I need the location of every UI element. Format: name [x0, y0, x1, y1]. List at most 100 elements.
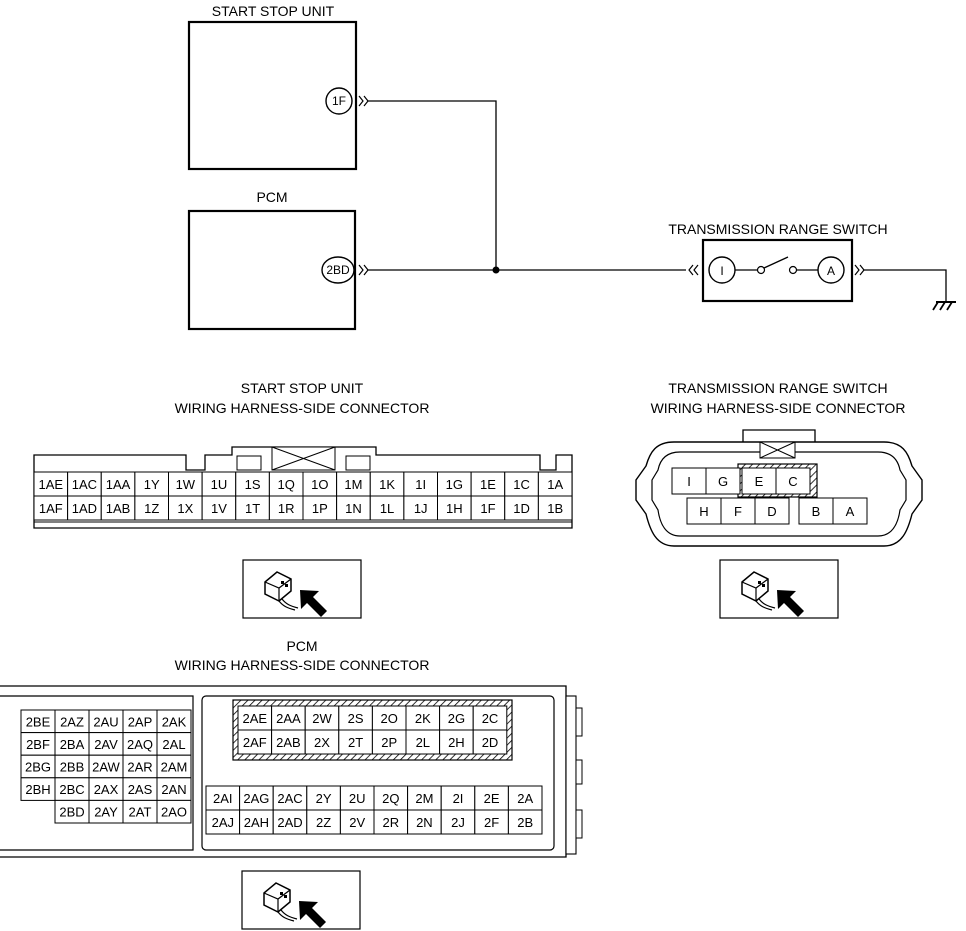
pin-label: 1V	[211, 501, 227, 516]
pin-cavity	[775, 467, 811, 495]
pin-cavity	[272, 785, 308, 811]
pin-label: 2AA	[276, 711, 301, 726]
pin-cavity	[474, 785, 509, 811]
pin-cavity	[407, 809, 442, 835]
pin-cavity	[336, 471, 371, 497]
pin-cavity	[405, 705, 441, 731]
connector-symbol	[854, 264, 865, 276]
pin-cavity	[472, 729, 508, 755]
pin-cavity	[537, 495, 573, 521]
pin-cavity	[339, 809, 375, 835]
terminal-1f-circle	[325, 87, 353, 115]
pin-label: 2AD	[277, 815, 302, 830]
pin-cavity	[168, 495, 203, 521]
pin-label: 1E	[480, 477, 496, 492]
pin-label: 2BD	[59, 805, 84, 820]
pin-cavity	[504, 495, 539, 521]
pin-label: 2F	[484, 815, 499, 830]
pin-label: 1L	[380, 501, 394, 516]
pin-label: 2BB	[60, 760, 85, 775]
pin-label: A	[846, 504, 855, 519]
pin-cavity	[239, 785, 274, 811]
pin-cavity	[205, 809, 241, 835]
pin-label: 2V	[349, 815, 365, 830]
pin-cavity	[235, 471, 270, 497]
ssu-connector: START STOP UNIT WIRING HARNESS-SIDE CONN…	[33, 380, 573, 529]
pin-label: 2AN	[161, 782, 186, 797]
pin-label: 1Y	[144, 477, 160, 492]
pin-cavity	[201, 471, 237, 497]
pin-cavity	[832, 497, 868, 525]
connector-symbol	[688, 264, 699, 276]
pin-label: 1R	[278, 501, 295, 516]
pin-cavity	[671, 467, 707, 495]
pin-label: 2AU	[93, 714, 118, 729]
pin-label: 2AB	[276, 735, 301, 750]
pin-label: 2R	[382, 815, 399, 830]
pin-label: 1AA	[106, 477, 131, 492]
pin-cavity	[201, 495, 237, 521]
pin-cavity	[338, 705, 373, 731]
pin-label: 1M	[344, 477, 362, 492]
pin-cavity	[271, 729, 306, 755]
wire-1f	[368, 100, 497, 270]
pin-cavity	[474, 809, 509, 835]
pin-label: 2BC	[59, 782, 84, 797]
pin-label: 2H	[448, 735, 465, 750]
trs-title: TRANSMISSION RANGE SWITCH	[668, 221, 887, 237]
pin-label: 2AG	[243, 791, 269, 806]
pin-label: F	[734, 504, 742, 519]
pin-label: 1I	[415, 477, 426, 492]
pin-label: 1AF	[39, 501, 63, 516]
pin-cavity	[741, 467, 777, 495]
pin-label: 2P	[381, 735, 397, 750]
pin-cavity	[237, 729, 273, 755]
pin-label: 2AC	[277, 791, 302, 806]
pin-cavity	[306, 809, 341, 835]
ssu-connector-title: START STOP UNIT	[241, 380, 364, 396]
pin-label: 2AH	[244, 815, 269, 830]
pin-label: 2B	[517, 815, 533, 830]
pin-label: 1H	[446, 501, 463, 516]
switch-contact	[788, 265, 798, 275]
pin-cavity	[439, 729, 474, 755]
pin-cavity	[306, 785, 341, 811]
pin-label: 2AJ	[212, 815, 234, 830]
pin-label: 2T	[348, 735, 363, 750]
pin-label: 1Q	[278, 477, 295, 492]
pin-label: 2W	[312, 711, 332, 726]
pin-cavity	[302, 471, 338, 497]
pin-label: 1C	[513, 477, 530, 492]
pin-label: 2AS	[128, 782, 153, 797]
connector-view-icon	[242, 559, 362, 619]
pin-label: B	[812, 504, 821, 519]
pin-cavity	[440, 809, 476, 835]
pin-cavity	[371, 705, 407, 731]
pin-label: 2Z	[316, 815, 331, 830]
pin-label: 2K	[415, 711, 431, 726]
pin-cavity	[472, 705, 508, 731]
pin-label: 1W	[176, 477, 196, 492]
pin-label: 2BF	[26, 737, 50, 752]
pin-label: 1F	[480, 501, 495, 516]
terminal-2bd-label: 2BD	[326, 263, 350, 277]
pin-label: 2AX	[94, 782, 119, 797]
pin-label: 1B	[547, 501, 563, 516]
pin-label: 1G	[446, 477, 463, 492]
pin-label: 2G	[448, 711, 465, 726]
ssu-connector-subtitle: WIRING HARNESS-SIDE CONNECTOR	[175, 400, 430, 416]
pin-label: D	[767, 504, 776, 519]
pin-label: 1AC	[72, 477, 97, 492]
connector-view-icon	[719, 559, 839, 619]
pin-cavity	[271, 705, 306, 731]
pin-label: 2AV	[94, 737, 118, 752]
pin-label: 2D	[482, 735, 499, 750]
pin-cavity	[507, 809, 543, 835]
pin-cavity	[705, 467, 741, 495]
splice-point	[492, 266, 500, 274]
pcm-connector-subtitle: WIRING HARNESS-SIDE CONNECTOR	[175, 657, 430, 673]
pin-label: 1S	[245, 477, 261, 492]
